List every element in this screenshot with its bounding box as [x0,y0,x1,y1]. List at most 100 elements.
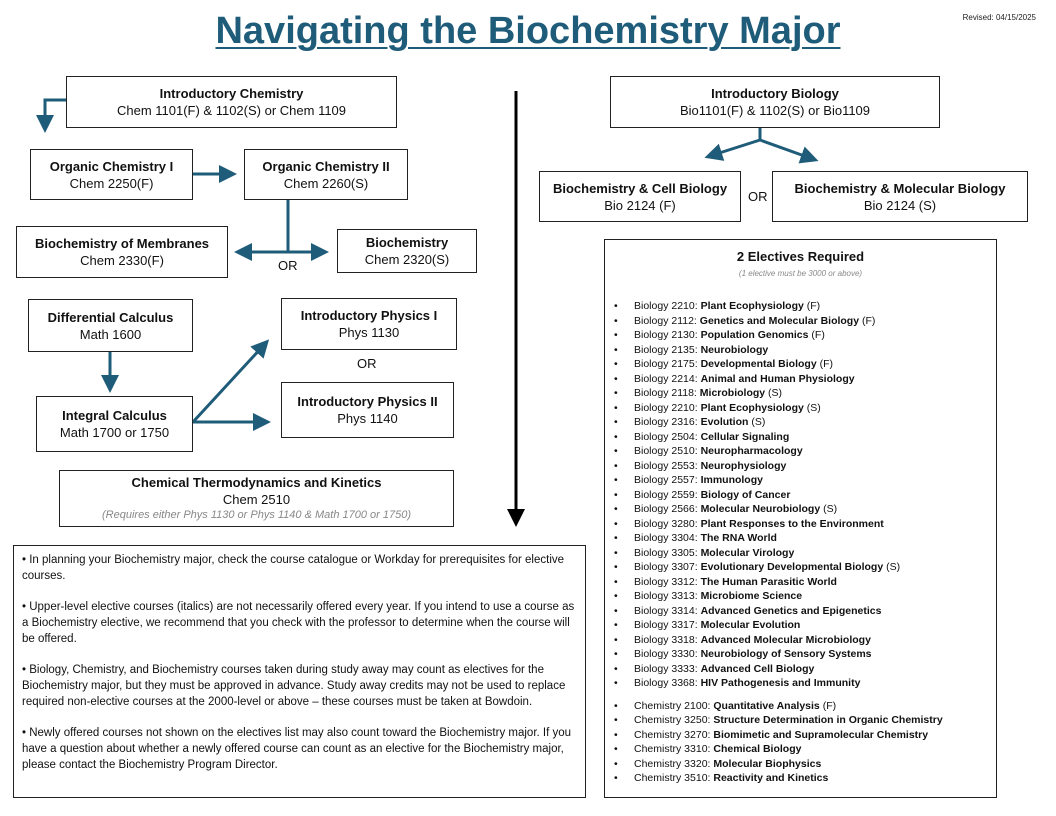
elective-name: Cellular Signaling [700,430,790,443]
elective-code: Biology 2214: [634,372,698,385]
elective-item: Chemistry 3510: Reactivity and Kinetics [614,771,943,786]
course-code: Chem 2250(F) [69,175,154,191]
elective-item: Biology 3368: HIV Pathogenesis and Immun… [614,676,943,691]
elective-code: Biology 2130: [634,329,698,341]
elective-code: Biology 2316: [634,416,698,428]
elective-term: (S) [823,503,838,515]
course-title: Biochemistry [365,235,449,250]
elective-name: Advanced Molecular Microbiology [700,633,871,646]
organic-chemistry-1-box: Organic Chemistry I Chem 2250(F) [30,149,193,200]
elective-name: Population Genomics [700,329,809,341]
revised-date: Revised: 04/15/2025 [962,13,1036,22]
planning-notes: • In planning your Biochemistry major, c… [13,545,586,798]
elective-code: Biology 2175: [634,358,698,370]
intro-physics-2-box: Introductory Physics II Phys 1140 [281,382,454,438]
elective-item: Biology 2504: Cellular Signaling [614,430,943,445]
elective-item: Biology 3330: Neurobiology of Sensory Sy… [614,647,943,662]
biochem-membranes-box: Biochemistry of Membranes Chem 2330(F) [16,226,228,278]
elective-item: Biology 2510: Neuropharmacology [614,444,943,459]
elective-name: Molecular Biophysics [713,757,822,770]
elective-item: Biology 2557: Immunology [614,473,943,488]
elective-name: The RNA World [700,532,777,544]
elective-name: Evolutionary Developmental Biology [700,561,884,573]
elective-code: Biology 2553: [634,459,698,472]
elective-code: Chemistry 3310: [634,743,711,755]
course-title: Biochemistry of Membranes [34,236,210,251]
elective-item: Biology 2135: Neurobiology [614,343,943,358]
course-title: Introductory Physics I [300,308,438,323]
elective-code: Biology 3307: [634,561,698,573]
elective-code: Biology 2559: [634,488,698,501]
elective-item: Biology 2316: Evolution (S) [614,415,943,430]
flow-arrow-icon [36,98,66,133]
elective-code: Biology 3304: [634,532,698,544]
elective-item: Biology 3318: Advanced Molecular Microbi… [614,633,943,648]
elective-term: (S) [751,416,766,428]
electives-list: Biology 2210: Plant Ecophysiology (F)Bio… [614,299,943,786]
note-item: • Biology, Chemistry, and Biochemistry c… [22,664,566,708]
flow-arrow-icon [704,138,761,161]
course-title: Differential Calculus [47,309,174,325]
elective-name: Advanced Genetics and Epigenetics [700,604,882,617]
elective-item: Biology 3305: Molecular Virology [614,546,943,561]
elective-code: Biology 3368: [634,677,698,689]
elective-item: Biology 2210: Plant Ecophysiology (F) [614,299,943,314]
note-item: • In planning your Biochemistry major, c… [22,554,565,582]
elective-name: Molecular Evolution [700,619,801,631]
thermo-kinetics-box: Chemical Thermodynamics and Kinetics Che… [59,470,454,527]
elective-code: Biology 2566: [634,503,698,515]
elective-code: Biology 3314: [634,604,698,617]
course-code: Bio 2124 (F) [604,197,676,213]
elective-term: (F) [811,329,825,341]
or-label: OR [357,356,377,371]
elective-code: Chemistry 3250: [634,714,711,726]
elective-term: (F) [822,699,837,712]
course-code: Math 1700 or 1750 [59,425,170,440]
intro-physics-1-box: Introductory Physics I Phys 1130 [281,298,457,350]
elective-name: Molecular Virology [700,546,795,559]
note-item: • Newly offered courses not shown on the… [22,727,572,771]
elective-item: Biology 2553: Neurophysiology [614,459,943,474]
course-code: Chem 2330(F) [80,253,164,268]
or-label: OR [278,258,298,273]
or-label: OR [748,189,768,204]
elective-code: Biology 3280: [634,517,698,530]
elective-code: Biology 2118: [634,387,697,399]
elective-item: Biology 2559: Biology of Cancer [614,488,943,503]
note-item: • Upper-level elective courses (italics)… [22,601,575,645]
elective-item: Biology 3280: Plant Responses to the Env… [614,517,943,532]
biochemistry-box: Biochemistry Chem 2320(S) [337,229,477,273]
elective-name: Biomimetic and Supramolecular Chemistry [713,728,929,741]
elective-name: Immunology [700,474,763,486]
electives-title: 2 Electives Required [736,249,865,264]
course-title: Integral Calculus [62,408,167,423]
elective-name: Molecular Neurobiology [700,503,821,515]
elective-name: Animal and Human Physiology [700,372,855,385]
elective-item: Chemistry 2100: Quantitative Analysis (F… [614,699,943,714]
biochem-cell-bio-box: Biochemistry & Cell Biology Bio 2124 (F) [539,171,741,222]
elective-item: Biology 3312: The Human Parasitic World [614,575,943,590]
elective-code: Biology 2210: [634,401,698,414]
course-title: Organic Chemistry II [262,158,390,174]
elective-name: Developmental Biology [700,358,817,370]
elective-name: Quantitative Analysis [713,699,820,712]
elective-name: Neuropharmacology [700,445,803,457]
elective-code: Biology 2210: [634,300,698,312]
page-title: Navigating the Biochemistry Major [215,10,841,52]
course-code: Chem 1101(F) & 1102(S) or Chem 1109 [116,103,347,118]
elective-code: Biology 2135: [634,343,698,356]
elective-name: Microbiology [699,387,766,399]
elective-term: (S) [886,561,901,573]
elective-code: Chemistry 3270: [634,728,711,741]
elective-name: Neurobiology [700,343,769,356]
elective-item: Chemistry 3310: Chemical Biology [614,742,943,757]
course-code: Phys 1140 [337,411,398,426]
elective-item: Chemistry 3320: Molecular Biophysics [614,757,943,772]
elective-item: Biology 2112: Genetics and Molecular Bio… [614,314,943,329]
course-code: Bio 2124 (S) [863,197,937,213]
course-title: Introductory Physics II [297,394,438,409]
elective-item: Chemistry 3250: Structure Determination … [614,713,943,728]
course-code: Chem 2260(S) [283,175,369,191]
differential-calculus-box: Differential Calculus Math 1600 [28,299,193,352]
